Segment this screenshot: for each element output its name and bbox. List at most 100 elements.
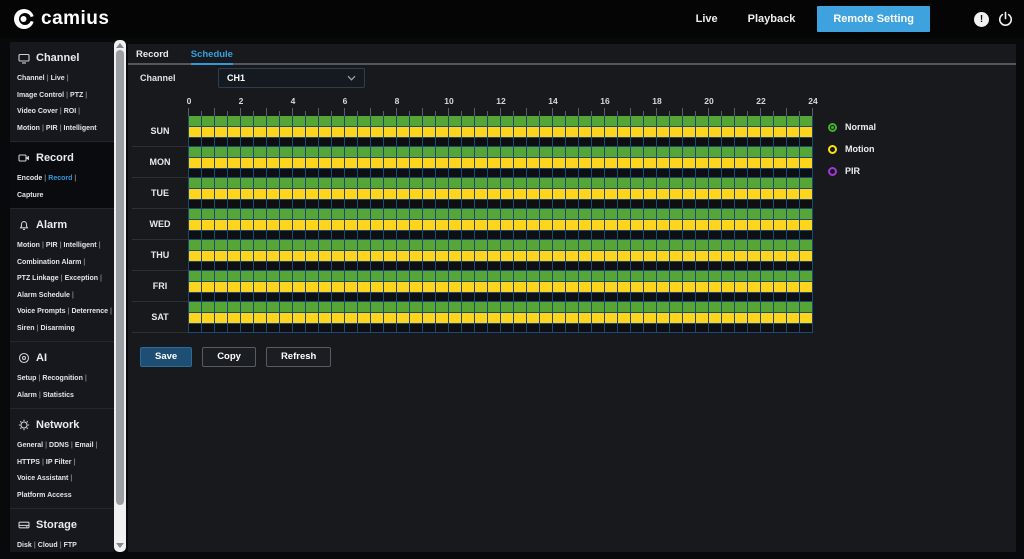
schedule-cell[interactable] — [696, 209, 709, 219]
schedule-cell[interactable] — [566, 231, 579, 239]
schedule-cell[interactable] — [475, 116, 488, 126]
schedule-cell[interactable] — [748, 127, 761, 137]
schedule-cell[interactable] — [475, 200, 488, 208]
schedule-cell[interactable] — [371, 262, 384, 270]
schedule-cell[interactable] — [280, 293, 293, 301]
schedule-cell[interactable] — [241, 262, 254, 270]
schedule-cell[interactable] — [761, 302, 774, 312]
schedule-cell[interactable] — [436, 240, 449, 250]
schedule-cell[interactable] — [267, 302, 280, 312]
schedule-cell[interactable] — [722, 262, 735, 270]
schedule-cell[interactable] — [462, 282, 475, 292]
schedule-cell[interactable] — [332, 231, 345, 239]
schedule-cell[interactable] — [527, 231, 540, 239]
schedule-cell[interactable] — [267, 189, 280, 199]
schedule-cell[interactable] — [306, 293, 319, 301]
nav-live[interactable]: Live — [695, 13, 718, 25]
schedule-cell[interactable] — [579, 262, 592, 270]
schedule-cell[interactable] — [293, 209, 306, 219]
schedule-cell[interactable] — [189, 302, 202, 312]
schedule-cell[interactable] — [644, 220, 657, 230]
schedule-cell[interactable] — [761, 282, 774, 292]
schedule-cell[interactable] — [709, 302, 722, 312]
schedule-cell[interactable] — [514, 127, 527, 137]
schedule-cell[interactable] — [332, 251, 345, 261]
schedule-cell[interactable] — [579, 127, 592, 137]
schedule-cell[interactable] — [774, 271, 787, 281]
schedule-cell[interactable] — [566, 116, 579, 126]
schedule-cell[interactable] — [631, 271, 644, 281]
schedule-cell[interactable] — [332, 271, 345, 281]
schedule-cell[interactable] — [605, 147, 618, 157]
schedule-cell[interactable] — [488, 127, 501, 137]
schedule-cell[interactable] — [358, 220, 371, 230]
schedule-cell[interactable] — [800, 189, 813, 199]
schedule-cell[interactable] — [462, 313, 475, 323]
schedule-cell[interactable] — [553, 116, 566, 126]
schedule-cell[interactable] — [293, 262, 306, 270]
schedule-cell[interactable] — [579, 271, 592, 281]
schedule-cell[interactable] — [566, 262, 579, 270]
schedule-cell[interactable] — [709, 158, 722, 168]
schedule-cell[interactable] — [501, 147, 514, 157]
schedule-cell[interactable] — [423, 169, 436, 177]
schedule-cell[interactable] — [358, 231, 371, 239]
schedule-cell[interactable] — [644, 169, 657, 177]
schedule-cell[interactable] — [280, 200, 293, 208]
schedule-cell[interactable] — [735, 220, 748, 230]
schedule-cell[interactable] — [527, 209, 540, 219]
schedule-cell[interactable] — [462, 251, 475, 261]
schedule-cell[interactable] — [566, 178, 579, 188]
schedule-cell[interactable] — [540, 127, 553, 137]
schedule-cell[interactable] — [696, 251, 709, 261]
schedule-cell[interactable] — [358, 293, 371, 301]
schedule-cell[interactable] — [787, 220, 800, 230]
schedule-cell[interactable] — [241, 240, 254, 250]
schedule-cell[interactable] — [215, 158, 228, 168]
schedule-cell[interactable] — [449, 271, 462, 281]
sidebar-link-siren[interactable]: Siren — [17, 324, 35, 332]
schedule-cell[interactable] — [384, 209, 397, 219]
schedule-cell[interactable] — [384, 147, 397, 157]
schedule-cell[interactable] — [397, 282, 410, 292]
schedule-cell[interactable] — [644, 209, 657, 219]
schedule-cell[interactable] — [202, 324, 215, 332]
schedule-cell[interactable] — [683, 158, 696, 168]
schedule-cell[interactable] — [306, 158, 319, 168]
schedule-cell[interactable] — [215, 262, 228, 270]
schedule-cell[interactable] — [449, 251, 462, 261]
schedule-cell[interactable] — [293, 178, 306, 188]
schedule-cell[interactable] — [358, 138, 371, 146]
schedule-cell[interactable] — [358, 158, 371, 168]
schedule-cell[interactable] — [462, 220, 475, 230]
schedule-cell[interactable] — [397, 138, 410, 146]
schedule-cell[interactable] — [384, 169, 397, 177]
schedule-cell[interactable] — [579, 251, 592, 261]
schedule-cell[interactable] — [319, 271, 332, 281]
schedule-cell[interactable] — [371, 231, 384, 239]
legend-item-normal[interactable]: Normal — [828, 122, 876, 132]
schedule-cell[interactable] — [436, 324, 449, 332]
schedule-cell[interactable] — [254, 313, 267, 323]
schedule-cell[interactable] — [228, 282, 241, 292]
schedule-cell[interactable] — [696, 147, 709, 157]
schedule-cell[interactable] — [657, 138, 670, 146]
schedule-cell[interactable] — [371, 240, 384, 250]
schedule-cell[interactable] — [488, 169, 501, 177]
schedule-cell[interactable] — [449, 138, 462, 146]
schedule-cell[interactable] — [371, 127, 384, 137]
schedule-cell[interactable] — [709, 262, 722, 270]
schedule-cell[interactable] — [332, 169, 345, 177]
schedule-cell[interactable] — [761, 147, 774, 157]
channel-select[interactable]: CH1 — [218, 68, 365, 88]
schedule-cell[interactable] — [449, 240, 462, 250]
schedule-cell[interactable] — [683, 271, 696, 281]
schedule-cell[interactable] — [735, 262, 748, 270]
schedule-cell[interactable] — [384, 189, 397, 199]
schedule-cell[interactable] — [475, 324, 488, 332]
schedule-cell[interactable] — [722, 282, 735, 292]
schedule-cell[interactable] — [631, 200, 644, 208]
schedule-cell[interactable] — [631, 189, 644, 199]
schedule-cell[interactable] — [605, 116, 618, 126]
schedule-cell[interactable] — [553, 147, 566, 157]
